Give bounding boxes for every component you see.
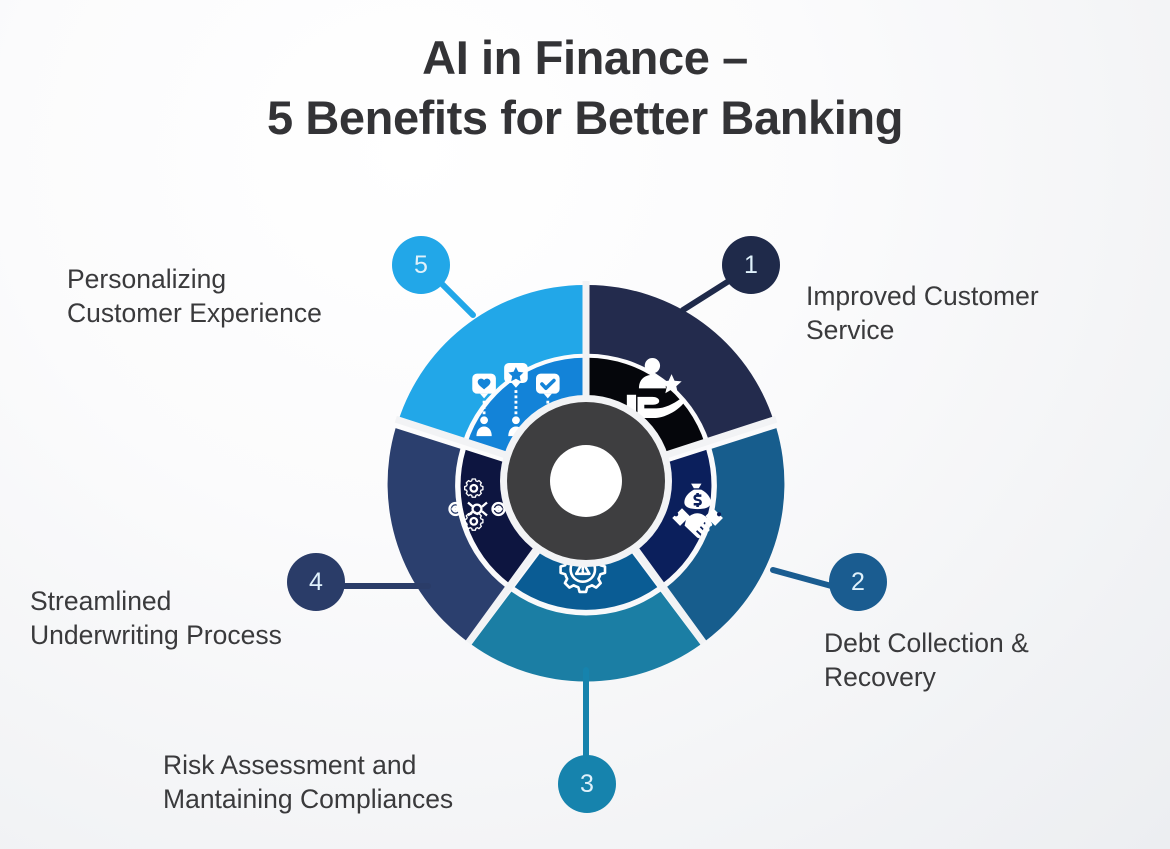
badge-number-5[interactable]: 5	[392, 236, 450, 294]
badge-number-4[interactable]: 4	[287, 553, 345, 611]
label-risk-assessment-compliances: Risk Assessment and Mantaining Complianc…	[163, 750, 454, 814]
label-personalizing-customer-experience: Personalizing Customer Experience	[67, 264, 322, 328]
label-debt-collection-recovery: Debt Collection & Recovery	[824, 628, 1029, 692]
label-streamlined-underwriting: Streamlined Underwriting Process	[30, 586, 282, 650]
segment-2-inner-band	[627, 449, 712, 584]
segment-1-improved-customer-service[interactable]	[587, 285, 774, 462]
label-improved-customer-service: Improved Customer Service	[806, 281, 1039, 345]
segment-5-outer-ring	[398, 285, 585, 443]
segment-3-outer-ring	[471, 591, 701, 682]
segment-1-outer-ring	[587, 285, 774, 443]
segment-2-debt-collection-recovery[interactable]	[627, 428, 785, 641]
center-hub	[500, 395, 672, 567]
connected-gears-icon	[448, 478, 506, 531]
badge-number-2[interactable]: 2	[829, 553, 887, 611]
handshake-money-bag-icon	[672, 483, 723, 539]
hand-holding-person-star-icon	[626, 357, 685, 419]
benefits-donut-wheel	[315, 264, 849, 782]
badge-number-3[interactable]: 3	[558, 755, 616, 813]
segment-2-outer-ring	[665, 428, 785, 641]
page-title: AI in Finance – 5 Benefits for Better Ba…	[266, 31, 904, 145]
badge-number-1[interactable]: 1	[722, 236, 780, 294]
